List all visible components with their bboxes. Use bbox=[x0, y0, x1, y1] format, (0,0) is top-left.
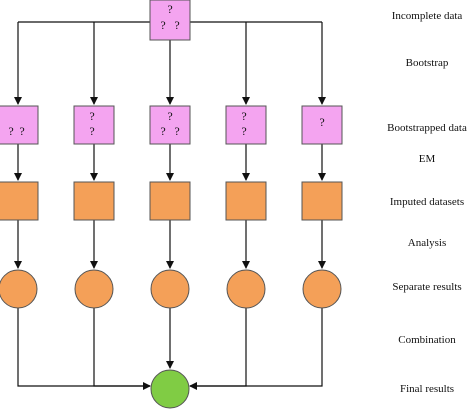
missing-mark: ? bbox=[167, 2, 172, 16]
missing-mark: ? bbox=[89, 109, 94, 123]
label-analysis: Analysis bbox=[408, 237, 447, 249]
result-circle-5 bbox=[302, 269, 342, 309]
bootstrapped-node-3: ? ? ? bbox=[149, 105, 191, 145]
bootstrapped-box bbox=[149, 105, 191, 145]
missing-mark: ? bbox=[167, 109, 172, 123]
missing-mark: ? bbox=[241, 124, 246, 138]
result-circle-1 bbox=[0, 269, 38, 309]
result-circle-3 bbox=[150, 269, 190, 309]
incomplete-data-node: ? ? ? bbox=[149, 0, 191, 41]
connectors bbox=[14, 21, 326, 390]
missing-mark: ? bbox=[160, 18, 165, 32]
missing-mark: ? bbox=[241, 109, 246, 123]
bootstrapped-node-2: ? ? bbox=[73, 105, 115, 145]
imputed-box-5 bbox=[301, 181, 343, 221]
missing-mark: ? bbox=[174, 124, 179, 138]
missing-mark: ? bbox=[319, 115, 324, 129]
bootstrapped-box bbox=[225, 105, 267, 145]
arrow-combine-5 bbox=[189, 308, 323, 390]
label-bootstrap: Bootstrap bbox=[406, 57, 449, 69]
imputed-box-4 bbox=[225, 181, 267, 221]
incomplete-data-box bbox=[149, 0, 191, 41]
result-circle-2 bbox=[74, 269, 114, 309]
label-imputed-datasets: Imputed datasets bbox=[390, 196, 464, 208]
final-result-circle bbox=[150, 369, 190, 409]
imputed-box-3 bbox=[149, 181, 191, 221]
label-combination: Combination bbox=[398, 334, 456, 346]
missing-mark: ? bbox=[19, 124, 24, 138]
label-em: EM bbox=[419, 153, 436, 165]
bootstrapped-box bbox=[301, 105, 343, 145]
separate-results-circles bbox=[0, 269, 342, 309]
imputed-boxes bbox=[0, 181, 343, 221]
label-incomplete-data: Incomplete data bbox=[392, 10, 463, 22]
missing-mark: ? bbox=[174, 18, 179, 32]
label-final-results: Final results bbox=[400, 383, 454, 395]
missing-mark: ? bbox=[8, 124, 13, 138]
bootstrapped-node-5: ? bbox=[301, 105, 343, 145]
bootstrapped-box bbox=[0, 105, 39, 145]
bootstrapped-node-1: ? ? bbox=[0, 105, 39, 145]
arrow-combine-4 bbox=[190, 308, 247, 387]
imputed-box-1 bbox=[0, 181, 39, 221]
label-separate-results: Separate results bbox=[392, 281, 461, 293]
bootstrapped-node-4: ? ? bbox=[225, 105, 267, 145]
step-labels: Incomplete data Bootstrap Bootstrapped d… bbox=[387, 10, 467, 395]
result-circle-4 bbox=[226, 269, 266, 309]
imputed-box-2 bbox=[73, 181, 115, 221]
missing-mark: ? bbox=[160, 124, 165, 138]
label-bootstrapped-data: Bootstrapped data bbox=[387, 122, 467, 134]
bootstrapped-box bbox=[73, 105, 115, 145]
arrow-combine-2 bbox=[93, 308, 150, 387]
missing-mark: ? bbox=[89, 124, 94, 138]
arrow-combine-1 bbox=[17, 308, 151, 390]
